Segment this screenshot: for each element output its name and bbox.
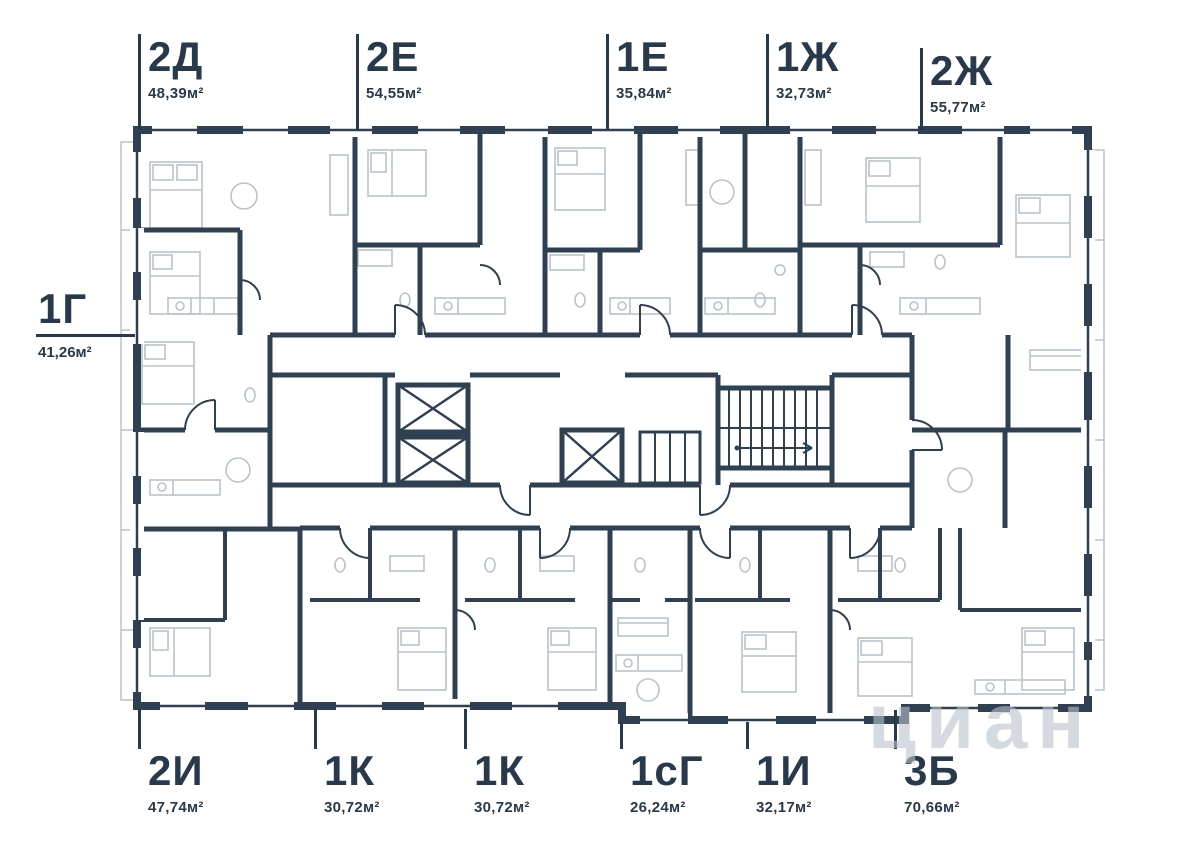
apartment-area: 70,66м² [904, 799, 960, 816]
apartment-area: 26,24м² [630, 799, 686, 816]
apartment-code: 2Е [366, 33, 420, 80]
door-swings [184, 264, 943, 631]
apartment-label-1i: 1И 32,17м² [756, 747, 812, 817]
apartment-label-1zh: 1Ж 32,73м² [776, 33, 840, 103]
apartment-area: 47,74м² [148, 799, 204, 816]
room-partitions [137, 528, 1088, 622]
apartment-code: 2И [148, 747, 204, 794]
interior-walls [137, 130, 1088, 720]
apartment-label-3b: 3Б 70,66м² [904, 747, 960, 817]
apartment-area: 54,55м² [366, 85, 422, 102]
apartment-code: 1К [324, 747, 375, 794]
leader-line-1g [36, 334, 135, 337]
apartment-code: 1И [756, 747, 812, 794]
leader-line-1i [746, 722, 749, 749]
leader-line-2zh [920, 48, 923, 130]
apartment-label-1k-b: 1К 30,72м² [474, 747, 530, 817]
elevator-shafts [395, 382, 702, 486]
apartment-label-1e: 1Е 35,84м² [616, 33, 672, 103]
leader-line-1zh [766, 34, 769, 130]
apartment-area: 30,72м² [324, 799, 380, 816]
apartment-code: 1Г [38, 285, 88, 332]
apartment-code: 2Ж [930, 47, 994, 94]
leader-line-1k-b [464, 709, 467, 749]
apartment-label-2e: 2Е 54,55м² [366, 33, 422, 103]
leader-line-1sg [620, 722, 623, 749]
apartment-code: 3Б [904, 747, 960, 794]
apartment-code: 1Е [616, 33, 670, 80]
apartment-area: 35,84м² [616, 85, 672, 102]
apartment-area: 30,72м² [474, 799, 530, 816]
apartment-area: 48,39м² [148, 85, 204, 102]
apartment-area: 32,73м² [776, 85, 832, 102]
leader-line-1k-a [314, 709, 317, 749]
leader-line-3b [894, 710, 897, 749]
leader-line-2i [138, 709, 141, 749]
leader-line-2d [138, 34, 141, 130]
apartment-label-1k-a: 1К 30,72м² [324, 747, 380, 817]
apartment-code: 1Ж [776, 33, 840, 80]
leader-line-1e [606, 34, 609, 130]
apartment-label-1g: 1Г [38, 288, 87, 330]
apartment-label-2zh: 2Ж 55,77м² [930, 47, 994, 117]
apartment-code: 1К [474, 747, 525, 794]
apartment-area: 55,77м² [930, 99, 986, 116]
apartment-area: 41,26м² [38, 344, 92, 361]
apartment-label-2i: 2И 47,74м² [148, 747, 204, 817]
leader-line-2e [356, 34, 359, 130]
apartment-code: 2Д [148, 33, 204, 80]
apartment-area: 32,17м² [756, 799, 812, 816]
apartment-code: 1сГ [630, 747, 704, 794]
apartment-label-1sg: 1сГ 26,24м² [630, 747, 704, 817]
outer-walls [130, 123, 1095, 727]
apartment-label-2d: 2Д 48,39м² [148, 33, 204, 103]
staircase [715, 385, 835, 471]
